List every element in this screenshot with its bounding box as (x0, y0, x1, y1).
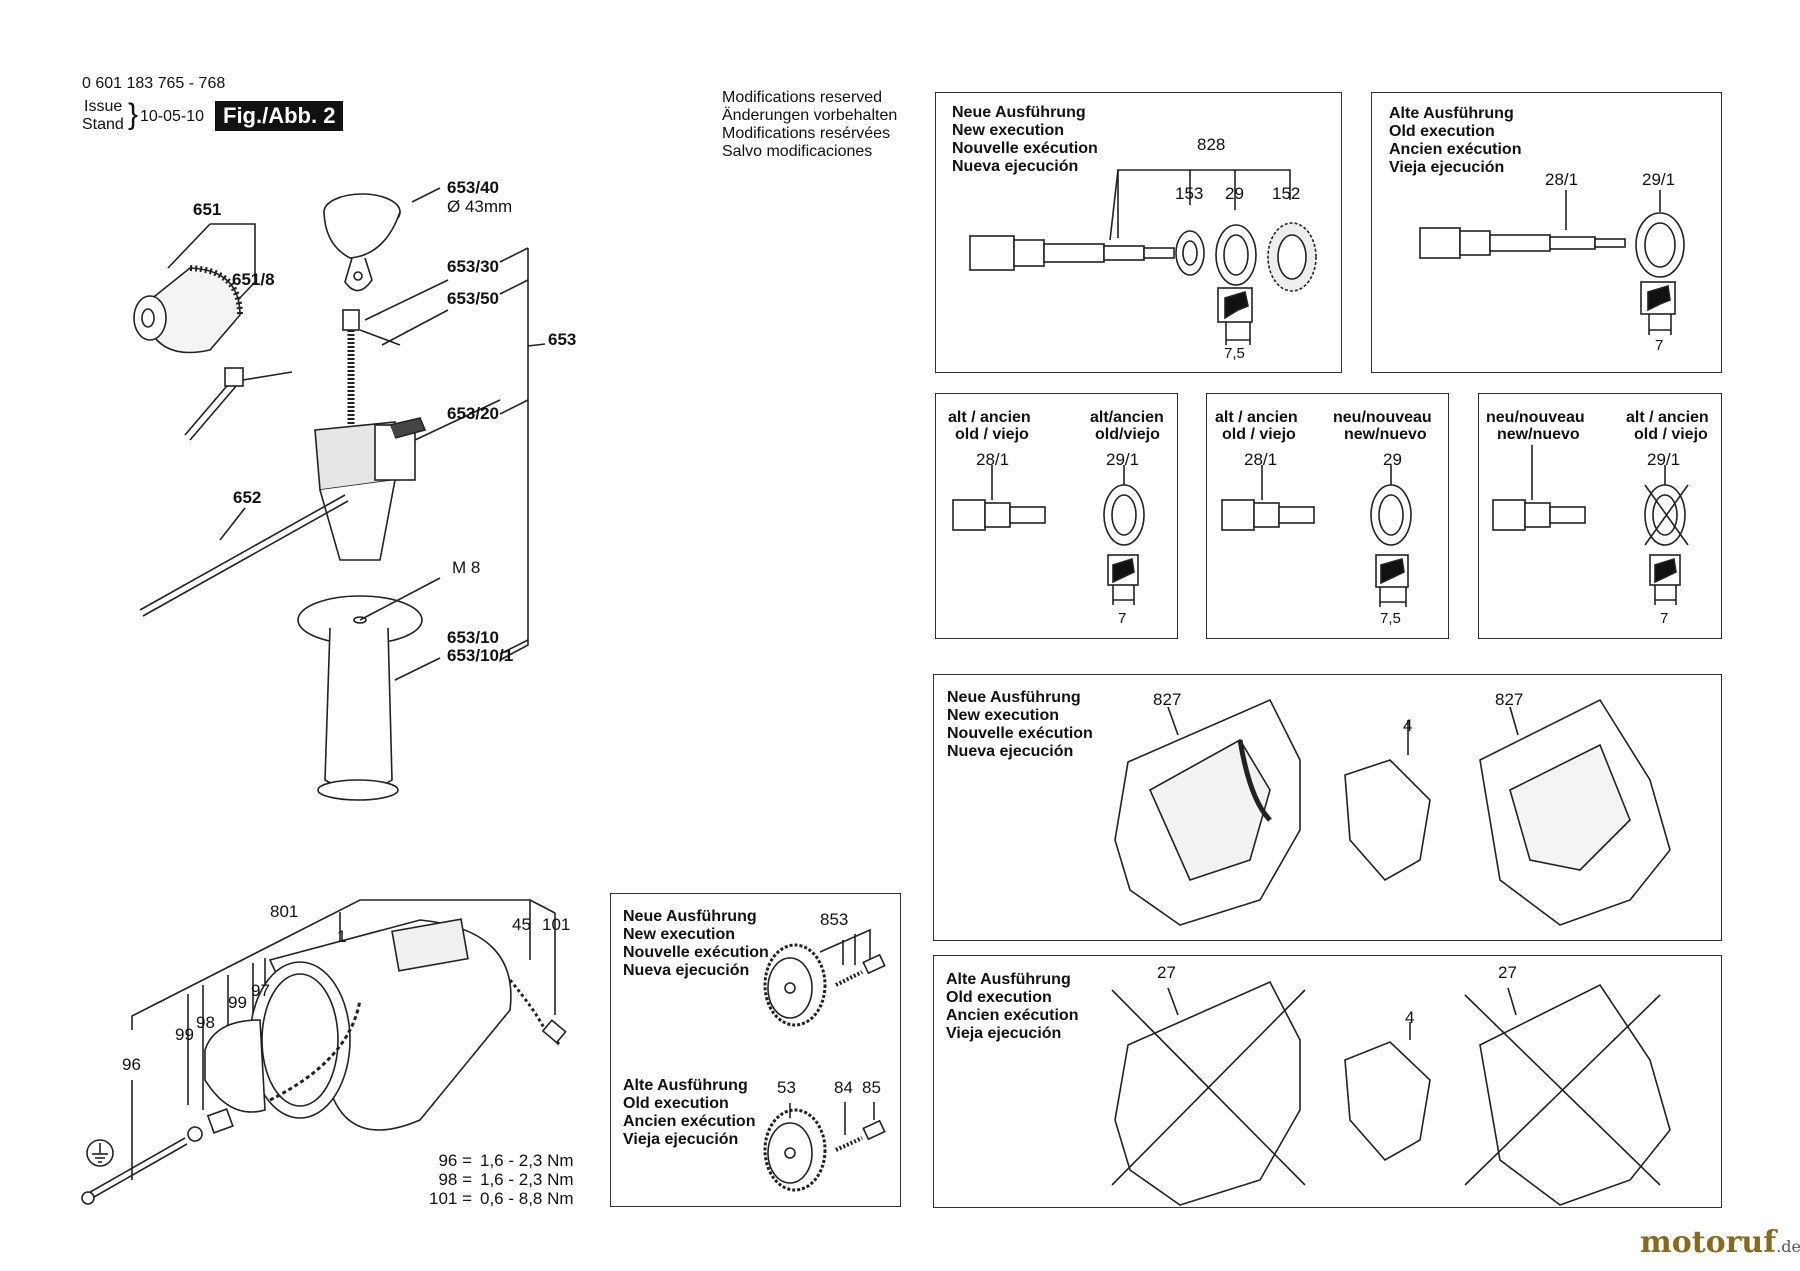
figure-label: Fig./Abb. 2 (215, 101, 344, 131)
label-84: 84 (834, 1078, 853, 1097)
label-96: 96 (122, 1055, 141, 1074)
logo-brand: motoruf (1640, 1225, 1777, 1260)
label-4-b: 4 (1405, 1008, 1415, 1027)
label-29-1-c1: 29/1 (1106, 450, 1140, 469)
compat-drawings (952, 445, 1689, 607)
issue-label: Issue (84, 98, 123, 115)
label-7-c3: 7 (1660, 610, 1669, 627)
compat3-left-l2: new/nuevo (1497, 426, 1580, 443)
label-27-a: 27 (1157, 963, 1176, 982)
brace-symbol: } (128, 98, 139, 131)
torque-part-1: 98 = (438, 1170, 472, 1189)
torque-part-0: 96 = (438, 1151, 472, 1170)
torque-value-0: 1,6 - 2,3 Nm (480, 1151, 574, 1170)
box-compat-2 (1206, 393, 1449, 639)
compat2-left-l1: alt / ancien (1215, 409, 1298, 426)
label-101: 101 (542, 915, 571, 934)
box-compat-3 (1478, 393, 1722, 639)
label-43mm: Ø 43mm (447, 197, 513, 216)
side-handle-drawing (139, 187, 546, 801)
label-153: 153 (1175, 184, 1204, 203)
box-old-housing (933, 955, 1722, 1208)
label-98: 98 (196, 1013, 215, 1032)
compat1-left-l1: alt / ancien (948, 409, 1031, 426)
torque-value-2: 0,6 - 8,8 Nm (480, 1189, 574, 1208)
issue-date: 10-05-10 (140, 108, 205, 125)
box-compat-1 (935, 393, 1178, 639)
label-7-5-c2: 7,5 (1380, 610, 1401, 627)
stand-label: Stand (82, 116, 124, 133)
motor-housing-drawing (81, 899, 567, 1205)
label-28-1-c1: 28/1 (976, 450, 1010, 469)
label-29-1-c3: 29/1 (1647, 450, 1681, 469)
label-99: 99 (175, 1025, 194, 1044)
label-7-c1: 7 (1118, 610, 1127, 627)
drill-chuck-drawing (133, 223, 293, 441)
label-653-20: 653/20 (447, 404, 499, 423)
logo-tld: .de (1776, 1237, 1800, 1256)
label-29-c2: 29 (1383, 450, 1402, 469)
label-652: 652 (233, 488, 262, 507)
gear-drawings (763, 928, 886, 1192)
label-653-30: 653/30 (447, 257, 499, 276)
label-152: 152 (1272, 184, 1301, 203)
old-shaft-drawing (1419, 190, 1685, 335)
compat3-right-l2: old / viejo (1634, 426, 1708, 443)
new-housing-drawing (1114, 698, 1671, 926)
label-827-b: 827 (1495, 690, 1524, 709)
compat1-right-l2: old/viejo (1095, 426, 1160, 443)
label-7-5-a: 7,5 (1224, 345, 1245, 362)
label-45: 45 (512, 915, 531, 934)
compat1-left-l2: old / viejo (955, 426, 1029, 443)
compat2-right-l2: new/nuevo (1344, 426, 1427, 443)
torque-part-2: 101 = (428, 1189, 472, 1208)
label-28-1-c2: 28/1 (1244, 450, 1278, 469)
label-653: 653 (548, 330, 577, 349)
box-new-housing (933, 674, 1722, 941)
compat1-right-l1: alt/ancien (1090, 409, 1164, 426)
box-gear (610, 893, 901, 1207)
label-m8: M 8 (452, 558, 481, 577)
label-651: 651 (193, 200, 222, 219)
compat2-right-l1: neu/nouveau (1333, 409, 1432, 426)
label-29-1-old: 29/1 (1642, 170, 1676, 189)
label-28-1-old: 28/1 (1545, 170, 1579, 189)
compat3-right-l1: alt / ancien (1626, 409, 1709, 426)
label-828: 828 (1197, 135, 1226, 154)
box-new-shaft (935, 92, 1342, 373)
label-853: 853 (820, 910, 849, 929)
label-53: 53 (777, 1078, 796, 1097)
label-653-40: 653/40 (447, 178, 499, 197)
label-801: 801 (270, 902, 299, 921)
label-7-a: 7 (1655, 337, 1664, 354)
label-653-10: 653/10 (447, 628, 499, 647)
label-29: 29 (1225, 184, 1244, 203)
label-97: 97 (251, 981, 270, 1000)
label-1: 1 (337, 927, 347, 946)
label-651-8: 651/8 (232, 270, 275, 289)
motoruf-logo: motoruf.de (1640, 1225, 1800, 1260)
label-653-50: 653/50 (447, 289, 499, 308)
part-number: 0 601 183 765 - 768 (82, 75, 226, 92)
label-99b: 99 (228, 993, 247, 1012)
label-827-a: 827 (1153, 690, 1182, 709)
old-housing-drawing (1111, 980, 1671, 1206)
torque-value-1: 1,6 - 2,3 Nm (480, 1170, 574, 1189)
compat3-left-l1: neu/nouveau (1486, 409, 1585, 426)
label-85: 85 (862, 1078, 881, 1097)
label-4-a: 4 (1403, 716, 1413, 735)
label-27-b: 27 (1498, 963, 1517, 982)
compat2-left-l2: old / viejo (1222, 426, 1296, 443)
new-shaft-drawing (969, 169, 1317, 345)
box-old-shaft (1371, 92, 1722, 373)
label-653-10-1: 653/10/1 (447, 646, 514, 665)
